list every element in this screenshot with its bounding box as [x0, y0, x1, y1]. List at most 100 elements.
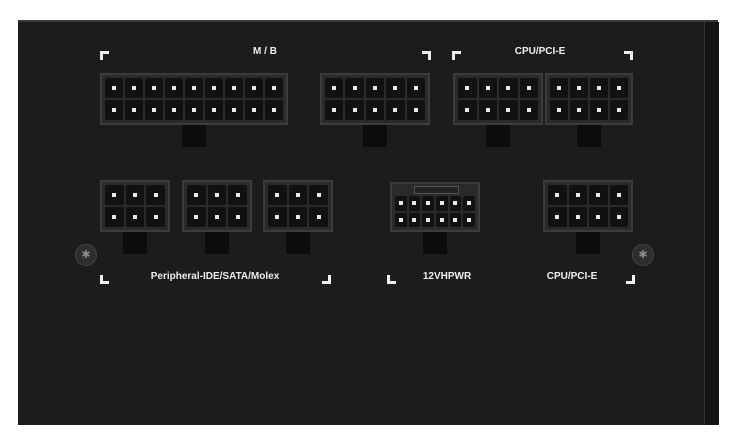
pin	[449, 196, 462, 211]
pin	[570, 78, 588, 98]
pin	[386, 78, 405, 98]
pin	[458, 100, 477, 120]
12vhpwr-connector[interactable]	[390, 182, 480, 232]
cpu-pcie-bottom-label: CPU/PCI-E	[546, 271, 598, 282]
pin	[185, 78, 203, 98]
corner-bracket	[626, 275, 635, 284]
pin	[589, 207, 608, 227]
12vhpwr-label: 12VHPWR	[422, 271, 472, 282]
corner-bracket	[422, 51, 431, 60]
pin	[548, 207, 567, 227]
corner-bracket	[387, 275, 396, 284]
pin	[265, 78, 283, 98]
pin	[105, 185, 124, 205]
pin	[146, 185, 165, 205]
connector-latch	[123, 230, 147, 254]
pin	[499, 78, 518, 98]
pin	[449, 212, 462, 227]
cpu-pcie-top-label: CPU/PCI-E	[514, 46, 566, 57]
pin	[207, 207, 227, 227]
mb-secondary-connector[interactable]	[320, 73, 430, 125]
pin	[463, 196, 475, 211]
pin	[365, 100, 385, 120]
cpu-pcie-connector-3[interactable]	[543, 180, 633, 232]
pin	[408, 212, 421, 227]
pin	[125, 100, 143, 120]
pin	[288, 185, 308, 205]
pin	[325, 78, 344, 98]
pin	[125, 207, 145, 227]
pin	[478, 78, 497, 98]
pin	[436, 212, 448, 227]
connector-latch	[576, 230, 600, 254]
pin	[550, 100, 568, 120]
mb-label: M / B	[253, 46, 277, 57]
pin	[125, 185, 145, 205]
peripheral-connector-1[interactable]	[100, 180, 170, 232]
pin	[165, 78, 183, 98]
mb-main-connector[interactable]	[100, 73, 288, 125]
pin	[205, 100, 223, 120]
pin	[406, 78, 425, 98]
pin	[478, 100, 497, 120]
pin	[288, 207, 308, 227]
pin	[228, 207, 247, 227]
pin	[265, 100, 283, 120]
pin	[187, 185, 206, 205]
pin	[458, 78, 477, 98]
pin	[408, 196, 421, 211]
pin	[519, 78, 538, 98]
screw-icon: ✱	[632, 244, 654, 266]
pin	[519, 100, 538, 120]
pin	[570, 100, 588, 120]
pin	[345, 78, 364, 98]
pin	[589, 185, 608, 205]
sense-pins	[413, 186, 459, 194]
pin	[268, 185, 287, 205]
pin	[395, 212, 407, 227]
pin	[105, 100, 123, 120]
pin	[610, 78, 628, 98]
cpu-pcie-connector-2[interactable]	[545, 73, 633, 125]
pin	[422, 212, 434, 227]
pin	[207, 185, 227, 205]
panel-edge	[704, 22, 719, 425]
pin	[550, 78, 568, 98]
peripheral-connector-2[interactable]	[182, 180, 252, 232]
pin	[245, 78, 263, 98]
pin	[225, 78, 243, 98]
pin	[463, 212, 475, 227]
pin	[568, 207, 587, 227]
connector-latch	[286, 230, 310, 254]
pin	[146, 207, 165, 227]
pin	[345, 100, 364, 120]
pin	[610, 100, 628, 120]
pin	[165, 100, 183, 120]
connector-latch	[363, 123, 387, 147]
pin	[590, 78, 608, 98]
pin	[185, 100, 203, 120]
pin	[386, 100, 405, 120]
pin	[268, 207, 287, 227]
peripheral-label: Peripheral-IDE/SATA/Molex	[150, 271, 280, 282]
pin	[609, 185, 628, 205]
connector-latch	[423, 230, 447, 254]
pin	[145, 100, 163, 120]
pin	[205, 78, 223, 98]
pin	[187, 207, 206, 227]
screw-icon: ✱	[75, 244, 97, 266]
pin	[125, 78, 143, 98]
pin	[105, 78, 123, 98]
pin	[548, 185, 567, 205]
pin	[105, 207, 124, 227]
connector-latch	[205, 230, 229, 254]
pin	[325, 100, 344, 120]
pin	[309, 207, 328, 227]
cpu-pcie-connector-1[interactable]	[453, 73, 543, 125]
pin	[568, 185, 587, 205]
connector-latch	[182, 123, 206, 147]
peripheral-connector-3[interactable]	[263, 180, 333, 232]
connector-latch	[486, 123, 510, 147]
corner-bracket	[322, 275, 331, 284]
pin	[406, 100, 425, 120]
